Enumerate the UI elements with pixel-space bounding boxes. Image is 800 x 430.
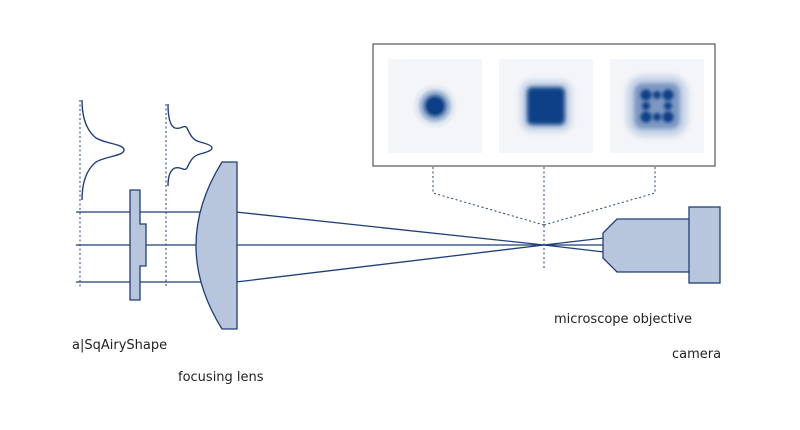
microscope-objective <box>602 218 691 273</box>
gaussian-profile <box>81 99 125 201</box>
camera-body <box>688 206 721 284</box>
lens-label: focusing lens <box>178 370 264 385</box>
beam-shaper-plate <box>129 189 147 301</box>
panel-square-airy-pattern <box>610 59 704 153</box>
panel-round-spot <box>388 59 482 153</box>
square-spot <box>527 87 565 125</box>
airy-lobes <box>640 89 674 123</box>
beam-rays <box>76 211 605 283</box>
beam-profiles <box>79 99 213 288</box>
focusing-lens <box>195 161 238 330</box>
panel-square-spot <box>499 59 593 153</box>
inset-connectors <box>432 167 656 268</box>
objective-label: microscope objective <box>554 312 693 327</box>
focal-spot-inset <box>372 43 716 167</box>
round-spot <box>412 83 458 129</box>
camera-label: camera <box>672 347 722 362</box>
shaper-label: a|SqAiryShape <box>72 338 168 353</box>
airy-profile <box>167 103 213 187</box>
